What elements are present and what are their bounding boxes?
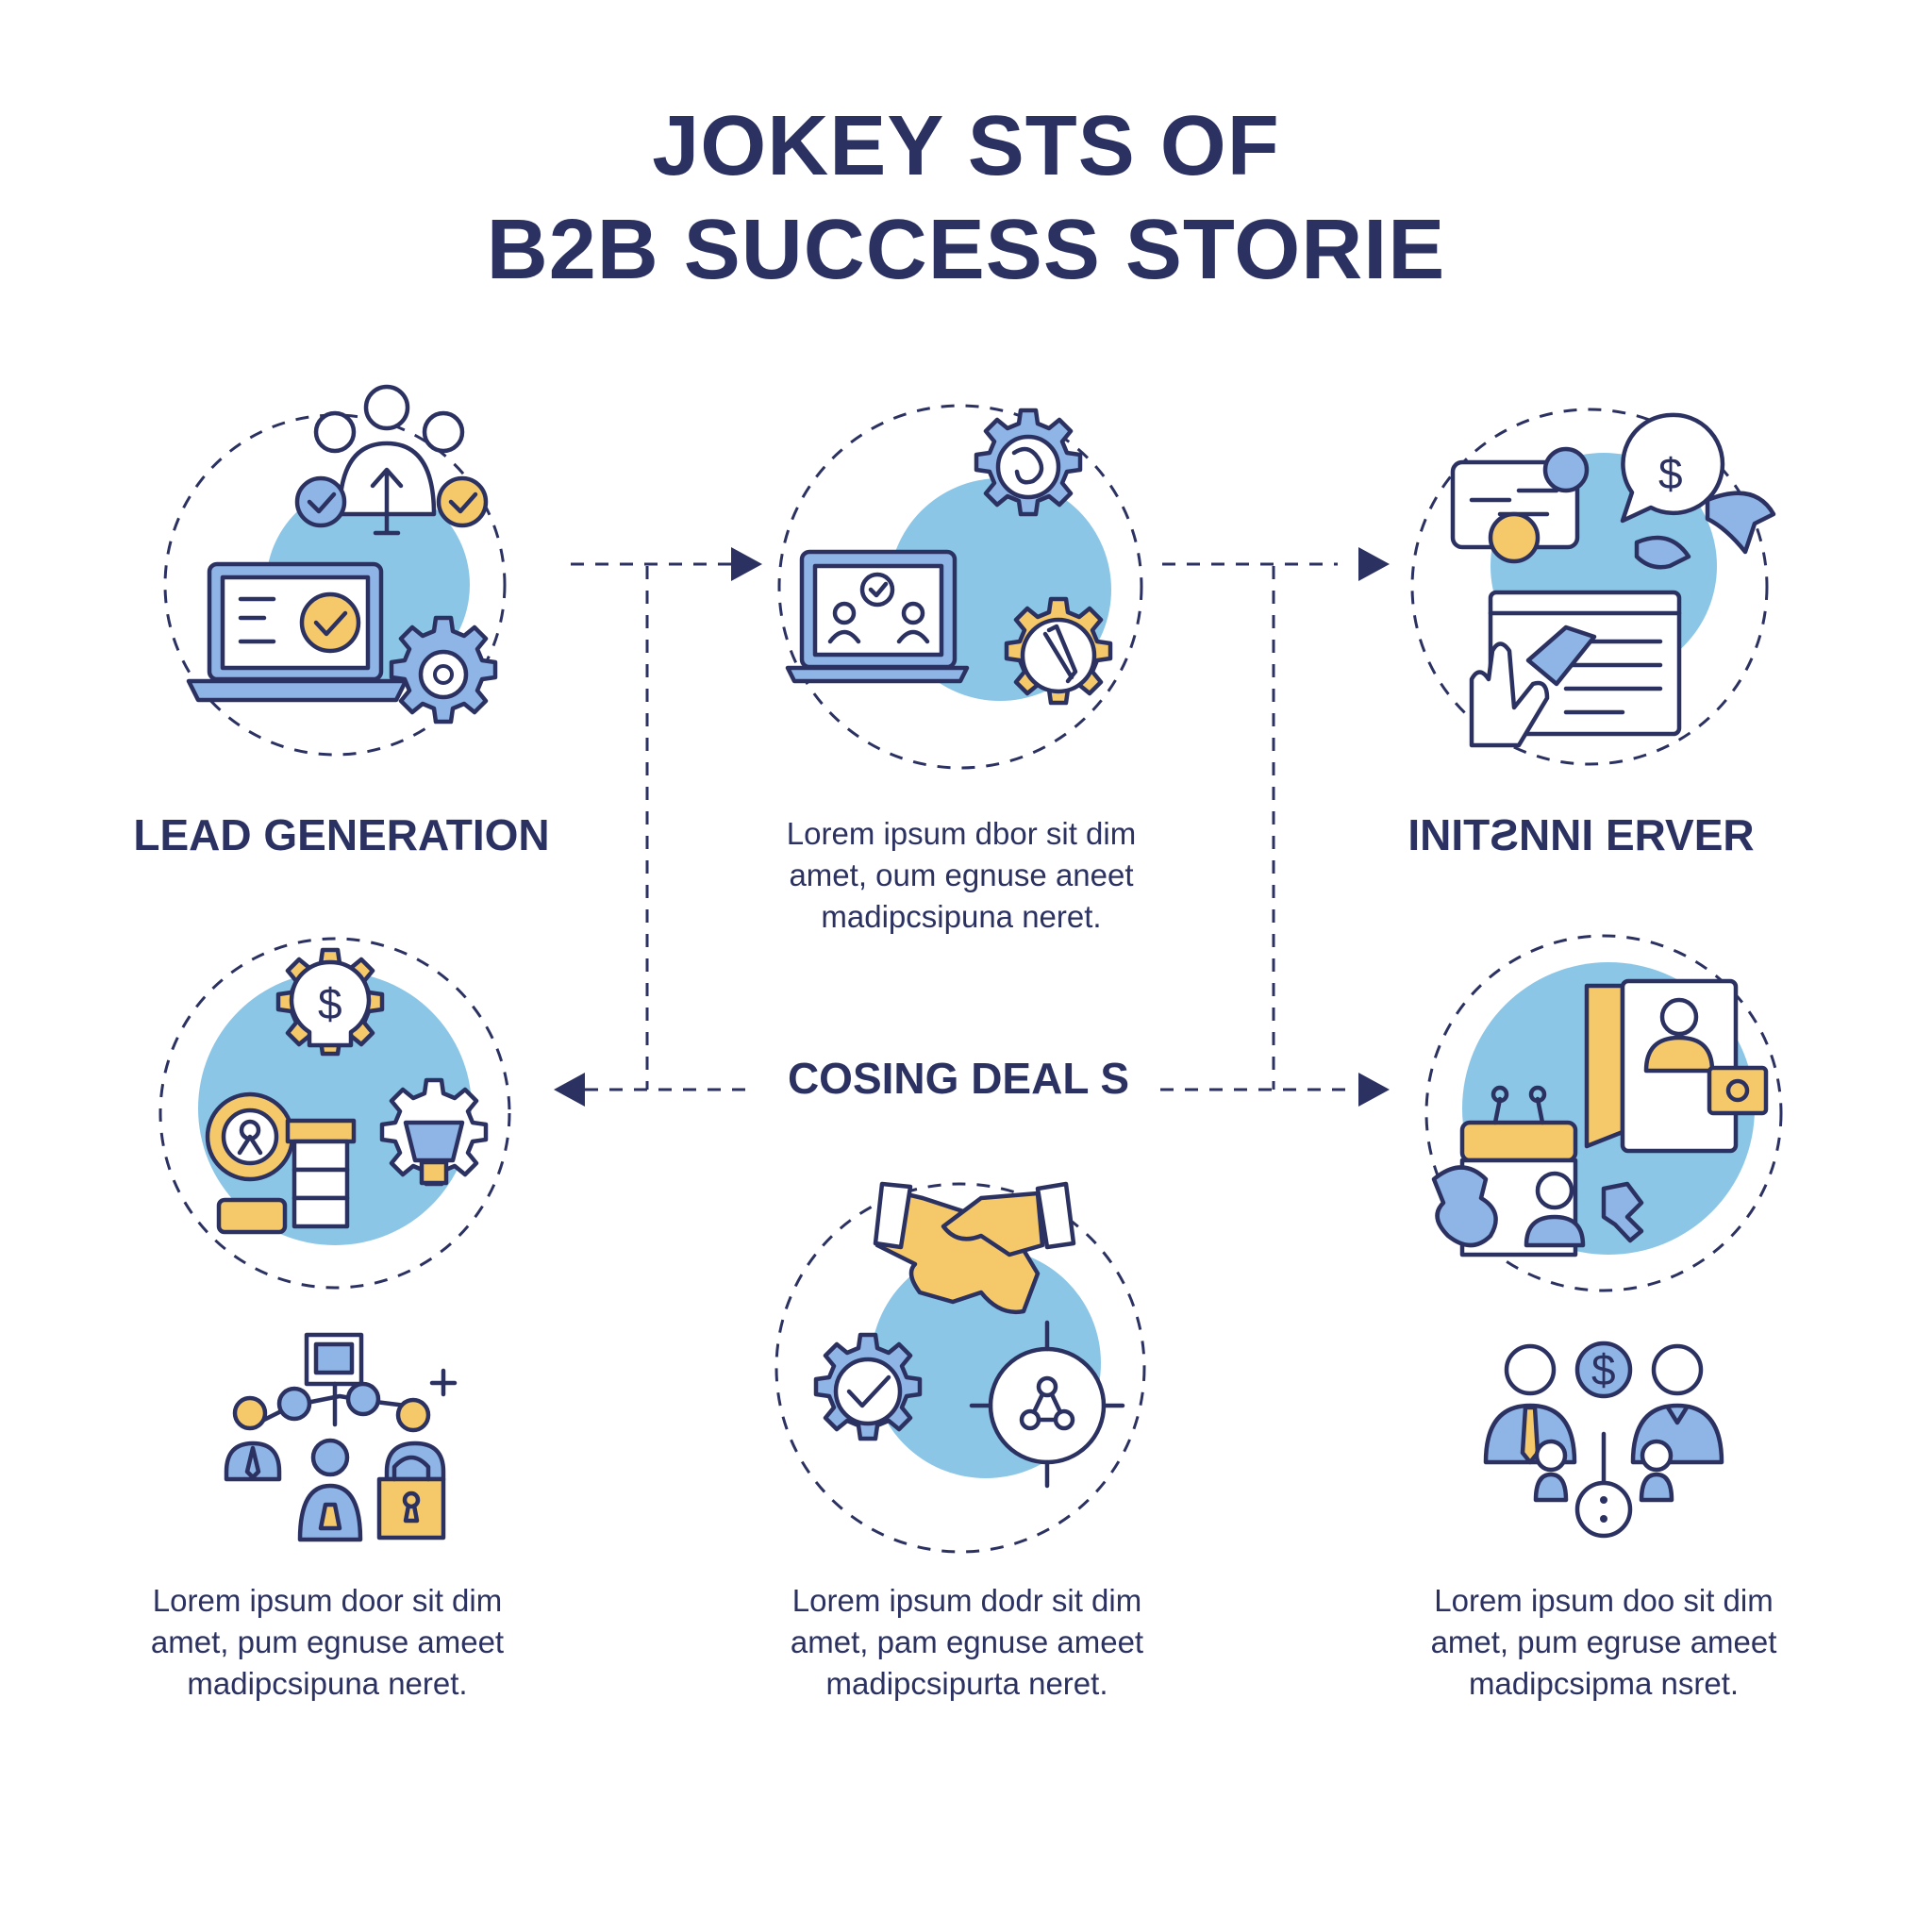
person-icon [224, 1441, 282, 1482]
coin-icon [1488, 511, 1541, 564]
check-icon [436, 475, 489, 528]
description-line: madipcsipuna neret. [821, 899, 1102, 934]
description-bottom-center: Lorem ipsum dodr sit dim amet, pam egnus… [750, 1580, 1184, 1705]
info-icon [1574, 1480, 1633, 1539]
internal-server-illustration: $ [1410, 408, 1776, 766]
description-bottom-left: Lorem ipsum door sit dim amet, pum egnus… [110, 1580, 544, 1705]
dollar-icon: $ [318, 979, 342, 1028]
person-icon [1504, 1343, 1557, 1396]
person-icon [363, 384, 410, 431]
person-icon [422, 410, 465, 454]
hand-icon [1469, 641, 1550, 748]
description-line: Lorem ipsum doo sit dim [1434, 1583, 1774, 1618]
description-line: madipcsipma nsret. [1468, 1666, 1740, 1701]
person-icon [313, 410, 357, 454]
label-internal-server: INITƧNNI ERVER [1407, 810, 1755, 859]
label-closing-deals: COSING DEAL S [787, 1054, 1130, 1103]
closing-deals-illustration [774, 1181, 1146, 1554]
connector-lines [554, 547, 1390, 1107]
title-line-2: B2B SUCCESS STORIE [486, 203, 1446, 297]
label-lead-generation: LEAD GENERATION [133, 810, 550, 859]
coin-icon [1574, 1341, 1633, 1399]
lightbulb-icon [403, 1120, 465, 1163]
speech-bubble-icon [1620, 412, 1725, 524]
arrow-right-icon [1358, 1073, 1390, 1107]
description-line: amet, pum egruse ameet [1430, 1624, 1777, 1659]
camera-icon [1707, 1065, 1769, 1116]
description-bottom-right: Lorem ipsum doo sit dim amet, pum egruse… [1387, 1580, 1821, 1705]
dollar-icon: $ [1658, 449, 1683, 498]
description-top-center: Lorem ipsum dbor sit dim amet, oum egnus… [744, 813, 1178, 938]
arrow-left-icon [554, 1073, 585, 1107]
tech-integration-illustration [777, 404, 1143, 770]
team-finance-illustration: $ [1483, 1341, 1724, 1539]
dollar-icon: $ [1591, 1345, 1616, 1394]
description-line: Lorem ipsum dodr sit dim [791, 1583, 1142, 1618]
description-line: madipcsipurta neret. [825, 1666, 1108, 1701]
description-line: Lorem ipsum door sit dim [152, 1583, 503, 1618]
pen-icon [1525, 625, 1597, 687]
lead-generation-illustration [163, 384, 507, 757]
check-icon [294, 475, 347, 528]
title-line-1: JOKEY STS OF [652, 99, 1280, 193]
description-line: madipcsipuna neret. [187, 1666, 468, 1701]
money-bag-icon [1431, 1165, 1498, 1248]
description-line: amet, pam egnuse ameet [790, 1624, 1144, 1659]
lightbulb-icon [289, 959, 372, 1048]
stack-icon [291, 1195, 350, 1229]
customer-profile-illustration [1424, 934, 1783, 1292]
finance-idea-illustration: $ [158, 937, 511, 1290]
description-line: amet, pum egnuse ameet [150, 1624, 505, 1659]
person-icon [1651, 1343, 1704, 1396]
team-network-illustration [224, 1332, 458, 1542]
check-icon [299, 591, 361, 654]
handshake-icon [874, 1186, 1041, 1315]
arrow-right-icon [1358, 547, 1390, 581]
description-line: amet, oum egnuse aneet [789, 858, 1134, 892]
arrow-right-icon [731, 547, 762, 581]
tools-icon [1601, 1181, 1644, 1243]
network-icon [988, 1346, 1107, 1465]
description-line: Lorem ipsum dbor sit dim [786, 816, 1137, 851]
